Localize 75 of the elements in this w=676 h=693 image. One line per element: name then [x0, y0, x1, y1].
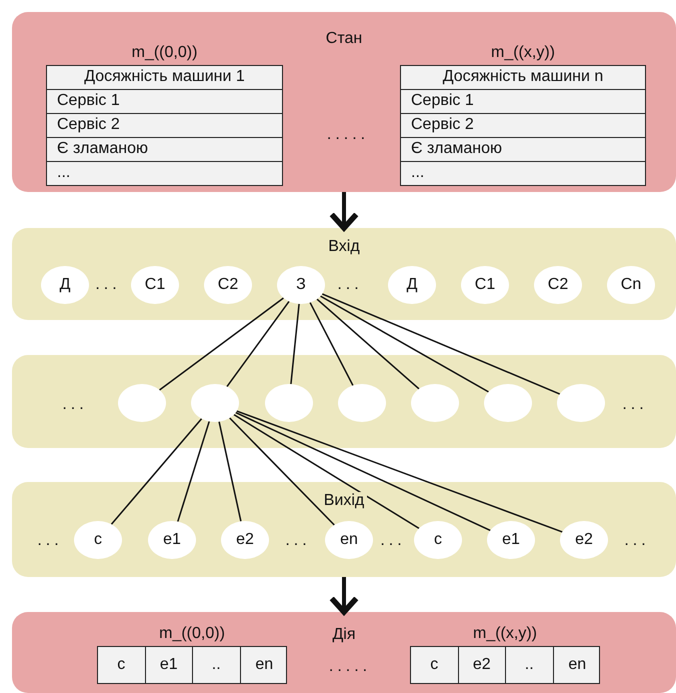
ellipsis-label: .....: [326, 126, 370, 144]
neuron-circle: Cn: [607, 266, 655, 304]
layer-band: [12, 355, 676, 448]
connector-line: [229, 418, 335, 526]
table-heading: m_((x,y)): [472, 625, 538, 643]
table-cell: ..: [193, 647, 240, 683]
arrow: [329, 192, 359, 231]
table-row: ...: [401, 162, 645, 186]
hidden-neuron-circle: [338, 384, 386, 422]
table-cell: en: [240, 647, 288, 683]
table-heading: m_((x,y)): [490, 44, 556, 62]
neuron-circle: С2: [204, 266, 252, 304]
neuron-circle: c: [414, 521, 462, 559]
hidden-neuron-circle: [118, 384, 166, 422]
hidden-neuron-circle: [557, 384, 605, 422]
neuron-circle: en: [325, 521, 373, 559]
connector-line: [309, 302, 354, 386]
hidden-neuron-circle: [411, 384, 459, 422]
table-cell: e1: [146, 647, 193, 683]
layer-band: [12, 12, 676, 192]
neuron-circle: С1: [461, 266, 509, 304]
arrow: [329, 577, 359, 615]
table-heading: m_((0,0)): [158, 625, 226, 643]
table-cell: en: [554, 647, 601, 683]
table-row: ...: [47, 162, 282, 186]
neuron-circle: c: [74, 521, 122, 559]
neuron-circle: e1: [148, 521, 196, 559]
neuron-circle: З: [277, 266, 325, 304]
connector-line: [234, 414, 420, 529]
table-row: Сервіс 2: [47, 114, 282, 138]
connector-line: [290, 304, 300, 384]
layer-band: [12, 612, 676, 693]
table-row: Досяжність машини 1: [47, 66, 282, 90]
table-row: Є зламаною: [401, 138, 645, 162]
table-cell: e2: [458, 647, 506, 683]
hidden-neuron-circle: [484, 384, 532, 422]
table-row: Сервіс 1: [47, 90, 282, 114]
table-row: Сервіс 2: [401, 114, 645, 138]
ellipsis-label: ...: [285, 532, 311, 550]
ellipsis-label: .....: [328, 658, 372, 676]
neuron-circle: e1: [487, 521, 535, 559]
ellipsis-label: ...: [380, 532, 406, 550]
ellipsis-label: ...: [624, 532, 650, 550]
neuron-circle: Д: [41, 266, 89, 304]
connector-line: [320, 295, 489, 393]
connector-line: [322, 293, 560, 395]
connector-line: [159, 297, 284, 391]
table-row: Сервіс 1: [401, 90, 645, 114]
hidden-neuron-circle: [265, 384, 313, 422]
table-cell: c: [98, 647, 146, 683]
connector-line: [110, 418, 202, 525]
table-cell: c: [411, 647, 458, 683]
neuron-circle: С1: [131, 266, 179, 304]
table-heading: m_((0,0)): [130, 44, 198, 62]
connector-line: [218, 422, 242, 522]
table-cell: ..: [506, 647, 554, 683]
hidden-neuron-circle: [191, 384, 239, 422]
connector-line: [235, 412, 491, 532]
ellipsis-label: ...: [95, 276, 121, 294]
connector-line: [236, 410, 563, 533]
ellipsis-label: ...: [37, 532, 63, 550]
connector-line: [177, 421, 210, 522]
connector-line: [226, 301, 290, 387]
layer-band: [12, 482, 676, 577]
layer-band: [12, 228, 676, 320]
neuron-circle: С2: [534, 266, 582, 304]
table-row: Є зламаною: [47, 138, 282, 162]
neuron-circle: Д: [388, 266, 436, 304]
ellipsis-label: ...: [337, 276, 363, 294]
ellipsis-label: ...: [62, 396, 88, 414]
neuron-circle: e2: [560, 521, 608, 559]
table-row: Досяжність машини n: [401, 66, 645, 90]
ellipsis-label: ...: [622, 396, 648, 414]
neuron-circle: e2: [221, 521, 269, 559]
connector-line: [316, 298, 420, 390]
